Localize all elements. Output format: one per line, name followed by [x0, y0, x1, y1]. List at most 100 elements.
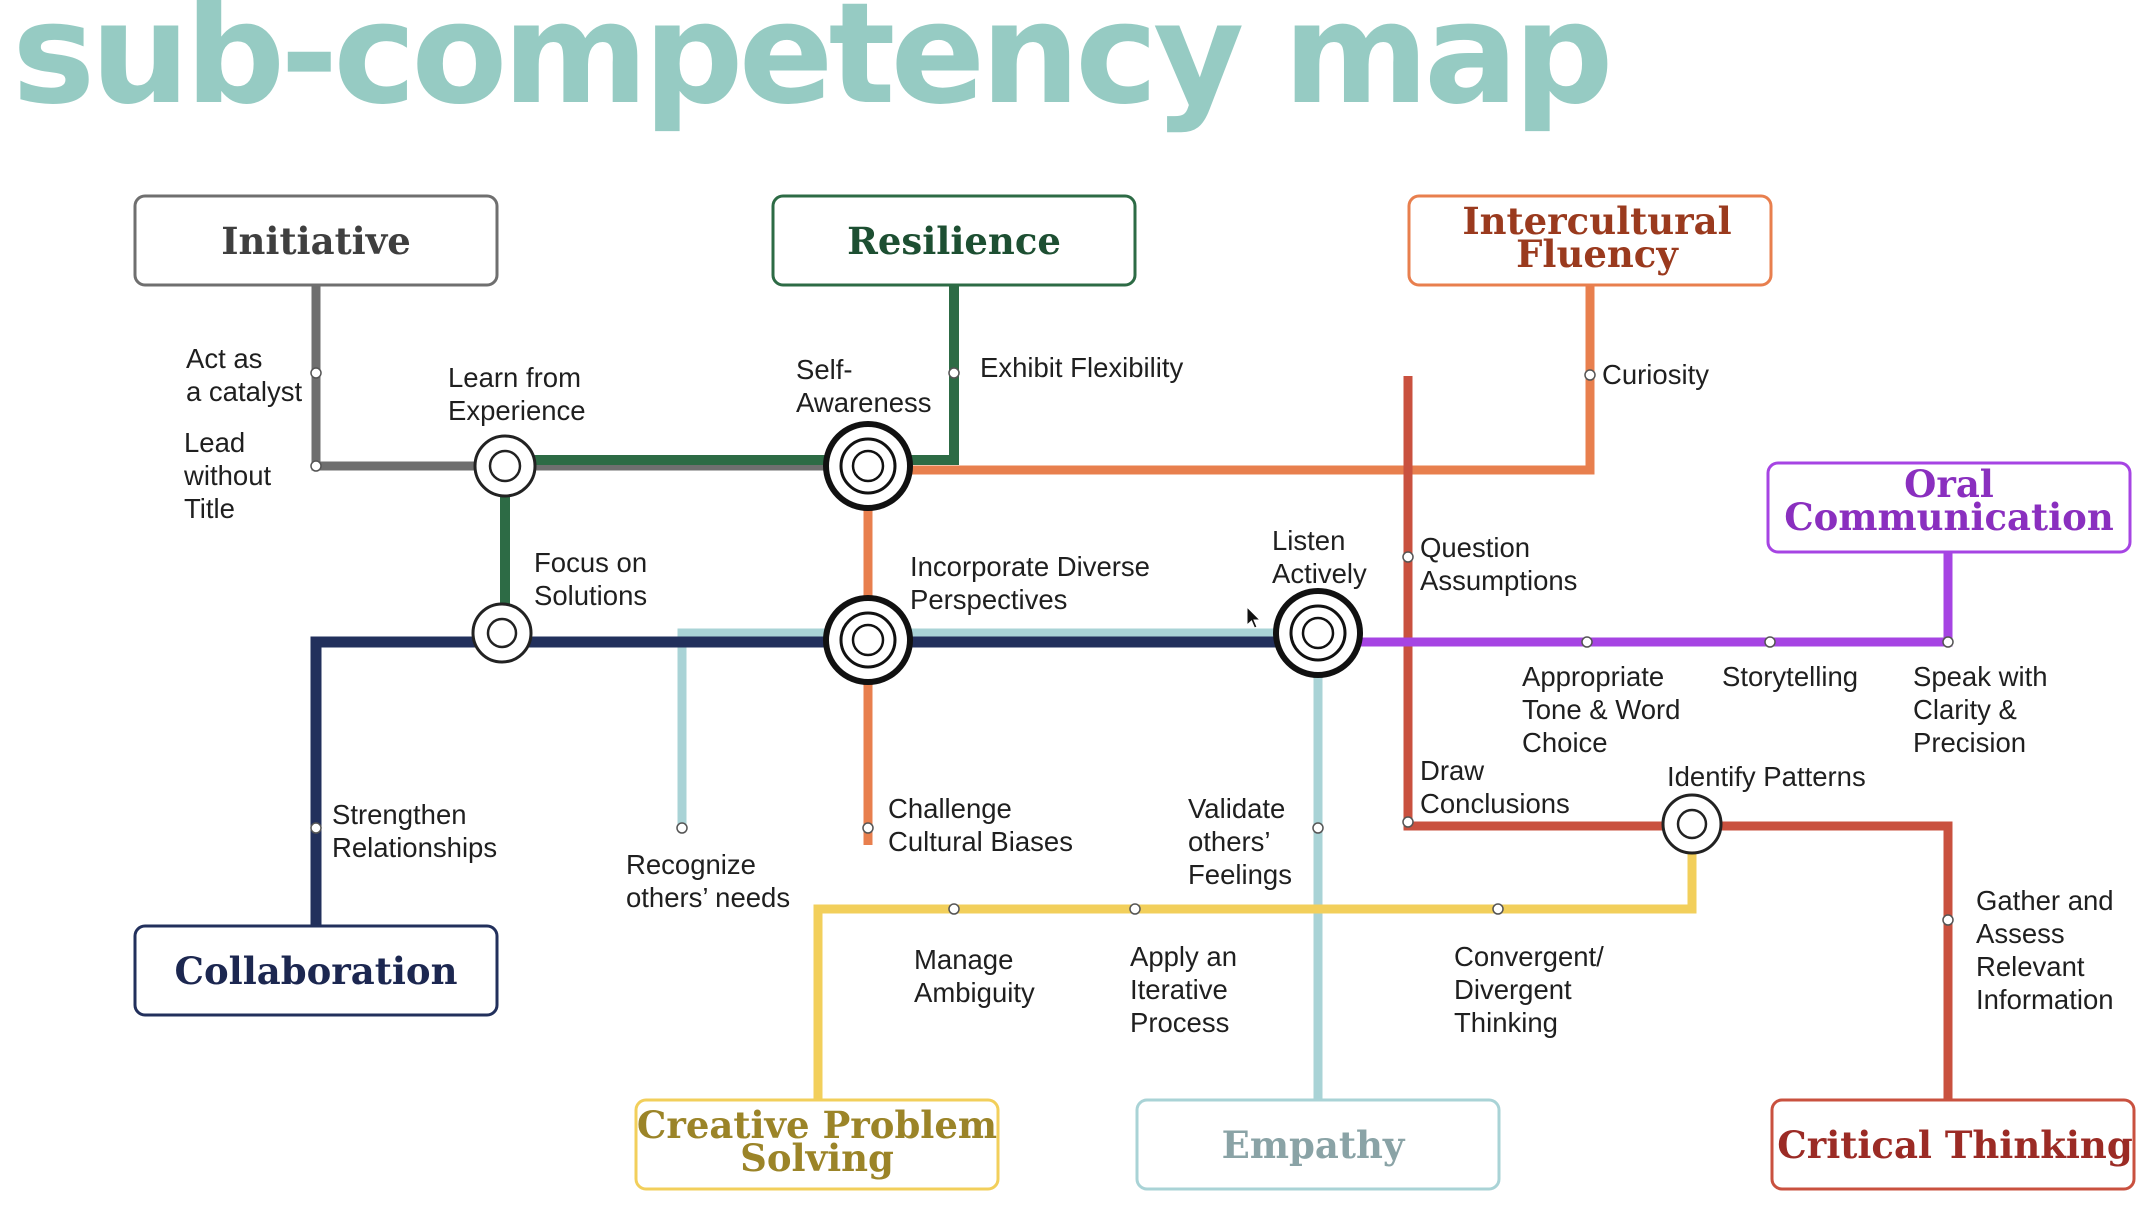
text-line: Self-: [796, 354, 853, 385]
interchange-learn-from-experience: [473, 434, 537, 498]
text-line: Solving: [740, 1136, 894, 1180]
box-collaboration: Collaboration: [133, 924, 499, 1017]
text-line: Process: [1130, 1007, 1229, 1038]
text-line: Incorporate Diverse: [910, 551, 1150, 582]
text-line: Oral: [1904, 462, 1994, 506]
stop-dot: [1581, 636, 1593, 648]
label-storytelling: Storytelling: [1722, 661, 1858, 692]
text-line: Exhibit Flexibility: [980, 352, 1184, 383]
text-line: Cultural Biases: [888, 826, 1073, 857]
text-line: Perspectives: [910, 584, 1067, 615]
text-line: Manage: [914, 944, 1013, 975]
label-self-awareness: Self-Awareness: [796, 354, 932, 418]
competency-empathy-label: Empathy: [1222, 1123, 1406, 1167]
interchange-identify-patterns: [1661, 793, 1723, 855]
stop-dot: [948, 367, 960, 379]
text-line: Initiative: [221, 219, 411, 263]
label-curiosity: Curiosity: [1602, 359, 1709, 390]
text-line: Communication: [1784, 495, 2114, 539]
text-line: a catalyst: [186, 376, 303, 407]
collaboration-route: [310, 636, 1318, 926]
label-identify-patterns: Identify Patterns: [1667, 761, 1866, 792]
text-line: Question: [1420, 532, 1530, 563]
stop-dots: [310, 367, 1954, 926]
text-line: Gather and: [1976, 885, 2114, 916]
label-exhibit-flexibility: Exhibit Flexibility: [980, 352, 1184, 383]
stop-dot: [1584, 369, 1596, 381]
text-line: Appropriate: [1522, 661, 1664, 692]
stop-dot: [676, 822, 688, 834]
text-line: Creative Problem: [637, 1103, 997, 1147]
text-line: Precision: [1913, 727, 2026, 758]
competency-initiative-label: Initiative: [221, 219, 411, 263]
text-line: Solutions: [534, 580, 647, 611]
text-line: Title: [184, 493, 235, 524]
text-line: Relevant: [1976, 951, 2085, 982]
page-title: sub-competency map: [12, 0, 1614, 136]
text-line: Focus on: [534, 547, 647, 578]
text-line: Collaboration: [175, 949, 458, 993]
text-line: Convergent/: [1454, 941, 1604, 972]
text-line: Challenge: [888, 793, 1012, 824]
stop-dot: [310, 822, 322, 834]
empathy-route: [677, 628, 1323, 1100]
text-line: Feelings: [1188, 859, 1292, 890]
text-line: Storytelling: [1722, 661, 1858, 692]
text-line: Choice: [1522, 727, 1608, 758]
text-line: Iterative: [1130, 974, 1228, 1005]
initiative-route: [311, 285, 868, 471]
interchange-listen-actively: [1273, 588, 1363, 678]
text-line: Thinking: [1454, 1007, 1558, 1038]
interchange-incorporate-diverse: [823, 595, 913, 685]
text-line: Critical Thinking: [1777, 1123, 2132, 1167]
text-line: Curiosity: [1602, 359, 1709, 390]
text-line: Draw: [1420, 755, 1484, 786]
competency-collaboration-label: Collaboration: [175, 949, 458, 993]
mouse-pointer-icon: [1246, 606, 1262, 629]
stop-dot: [1492, 903, 1504, 915]
text-line: Clarity &: [1913, 694, 2017, 725]
box-resilience: Resilience: [771, 194, 1137, 287]
text-line: Identify Patterns: [1667, 761, 1866, 792]
competency-resilience-label: Resilience: [847, 219, 1061, 263]
text-line: Experience: [448, 395, 586, 426]
competency-critical-label: Critical Thinking: [1777, 1123, 2132, 1167]
text-line: Information: [1976, 984, 2114, 1015]
text-line: Awareness: [796, 387, 932, 418]
text-line: Fluency: [1516, 232, 1679, 276]
stop-dot: [310, 367, 322, 379]
text-line: Learn from: [448, 362, 581, 393]
stop-dot: [1402, 551, 1414, 563]
text-line: Intercultural: [1462, 199, 1731, 243]
stop-dot: [862, 822, 874, 834]
text-line: Divergent: [1454, 974, 1572, 1005]
text-line: Strengthen: [332, 799, 467, 830]
text-line: others’: [1188, 826, 1271, 857]
text-line: Act as: [186, 343, 262, 374]
stop-dot: [948, 903, 960, 915]
box-empathy: Empathy: [1135, 1098, 1501, 1191]
text-line: Relationships: [332, 832, 497, 863]
